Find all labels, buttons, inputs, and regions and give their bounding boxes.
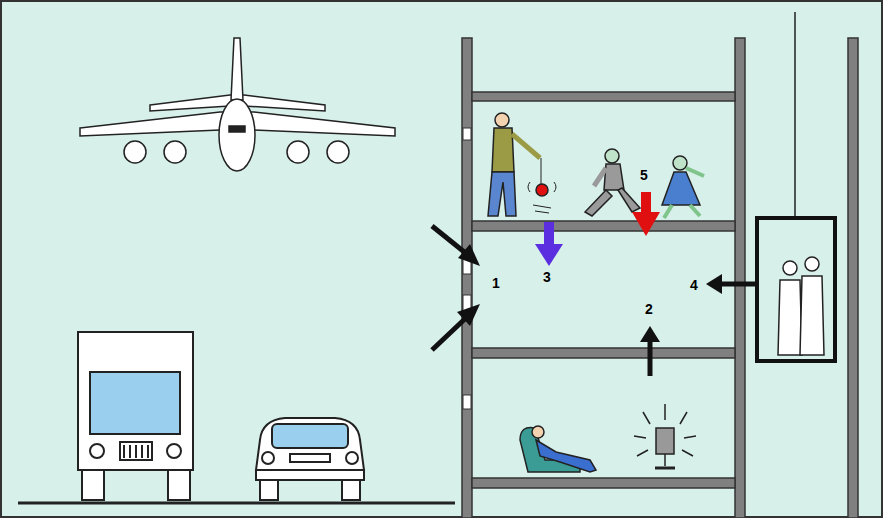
callout-number: 4 xyxy=(690,278,698,292)
callout-number: 3 xyxy=(543,270,551,284)
callout-number: 2 xyxy=(645,302,653,316)
callout-number: 5 xyxy=(640,168,648,182)
callout-number: 1 xyxy=(492,276,500,290)
